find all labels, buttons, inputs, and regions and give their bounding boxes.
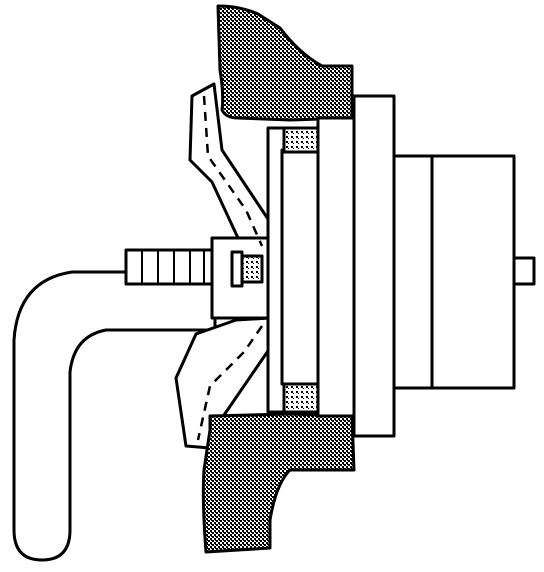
motor-body — [392, 154, 516, 390]
lower-housing — [201, 412, 356, 554]
center-pin — [230, 250, 264, 288]
shaft-stub — [512, 256, 536, 286]
upper-housing — [216, 4, 354, 122]
threaded-nut — [124, 248, 220, 286]
spacer-blocks — [282, 126, 320, 414]
curved-pipe — [12, 270, 217, 562]
